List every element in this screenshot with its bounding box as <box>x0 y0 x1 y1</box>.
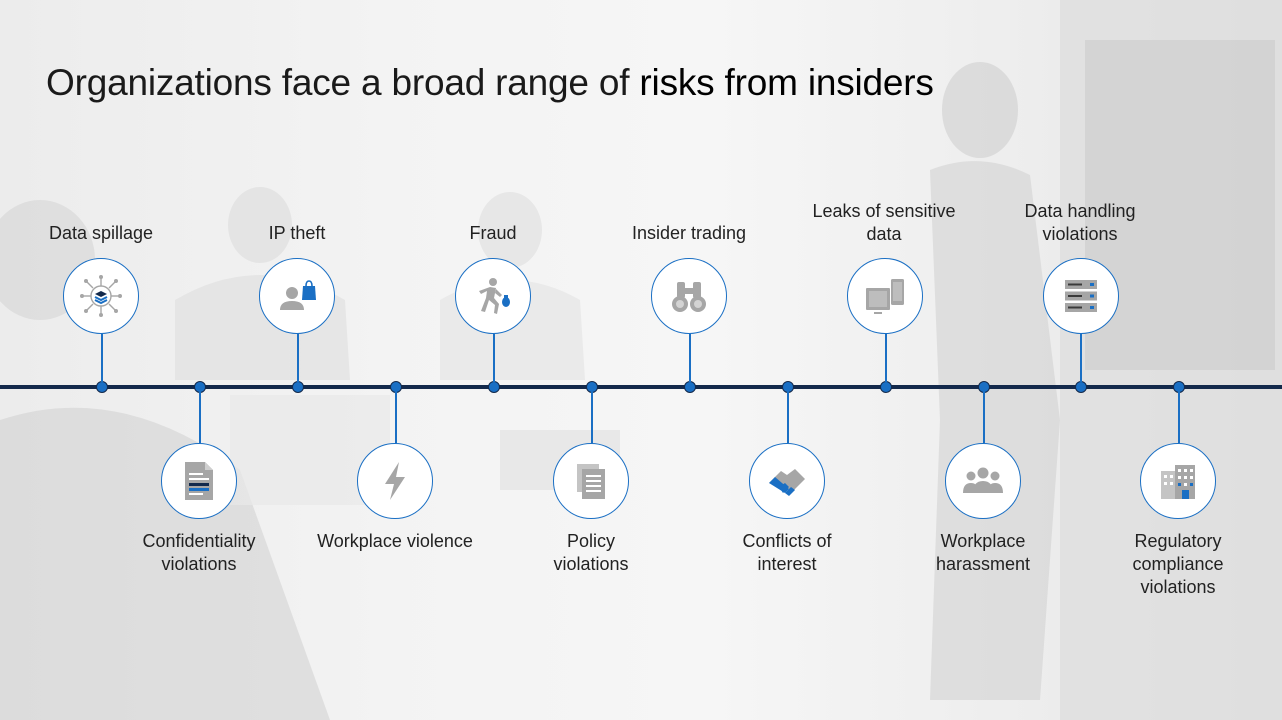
risk-label-harassment: Workplace harassment <box>935 531 1031 574</box>
timeline-dot <box>292 381 304 393</box>
risk-circle-data-handling <box>1043 258 1119 334</box>
handshake-icon <box>769 469 805 496</box>
timeline-dot <box>1075 381 1087 393</box>
risk-label-insider-trading: Insider trading <box>631 223 747 243</box>
risk-label-conflicts: Conflicts of interest <box>742 531 832 574</box>
risk-label-confidentiality: Confidentiality violations <box>142 531 256 574</box>
devices-icon <box>866 279 904 314</box>
timeline-dot <box>684 381 696 393</box>
risk-circle-conflicts <box>749 443 825 519</box>
group-icon <box>963 467 1003 493</box>
page-title: Organizations face a broad range of risk… <box>46 62 934 104</box>
risk-circle-insider-trading <box>651 258 727 334</box>
timeline-dot <box>880 381 892 393</box>
server-icon <box>1065 280 1097 312</box>
building-icon <box>1161 465 1195 499</box>
timeline-stem <box>787 391 789 443</box>
risk-label-policy: Policy violations <box>553 531 629 574</box>
title-highlight: risks from insiders <box>639 62 934 103</box>
timeline-stem <box>591 391 593 443</box>
timeline-dot <box>488 381 500 393</box>
timeline-stem <box>101 334 103 382</box>
timeline-stem <box>493 334 495 382</box>
risk-label-violence: Workplace violence <box>317 531 473 551</box>
timeline-stem <box>1178 391 1180 443</box>
timeline-stem <box>885 334 887 382</box>
risk-circle-harassment <box>945 443 1021 519</box>
lightning-icon <box>385 462 405 500</box>
timeline-stem <box>983 391 985 443</box>
risk-circle-fraud <box>455 258 531 334</box>
timeline-stem <box>1080 334 1082 382</box>
risk-circle-regulatory <box>1140 443 1216 519</box>
policy-document-icon <box>577 464 605 499</box>
risk-label-ip-theft: IP theft <box>268 223 326 243</box>
timeline-stem <box>689 334 691 382</box>
risk-circle-ip-theft <box>259 258 335 334</box>
timeline-stem <box>297 334 299 382</box>
risk-circle-leaks <box>847 258 923 334</box>
risk-label-fraud: Fraud <box>469 223 517 243</box>
risk-circle-violence <box>357 443 433 519</box>
risk-label-data-spillage: Data spillage <box>48 223 154 243</box>
risk-circle-policy <box>553 443 629 519</box>
timeline-stem <box>199 391 201 443</box>
fraud-icon <box>479 278 510 314</box>
timeline-stem <box>395 391 397 443</box>
timeline-dot <box>96 381 108 393</box>
title-prefix: Organizations face a broad range of <box>46 62 630 103</box>
risk-label-leaks: Leaks of sensitive data <box>812 201 956 244</box>
risk-label-regulatory: Regulatory compliance violations <box>1132 531 1224 597</box>
data-spillage-icon <box>80 275 122 317</box>
document-icon <box>185 462 213 500</box>
risk-circle-confidentiality <box>161 443 237 519</box>
risk-circle-data-spillage <box>63 258 139 334</box>
binoculars-icon <box>672 282 706 312</box>
timeline-line <box>0 385 1282 389</box>
ip-theft-icon <box>280 280 316 310</box>
risk-label-data-handling: Data handling violations <box>1024 201 1136 244</box>
